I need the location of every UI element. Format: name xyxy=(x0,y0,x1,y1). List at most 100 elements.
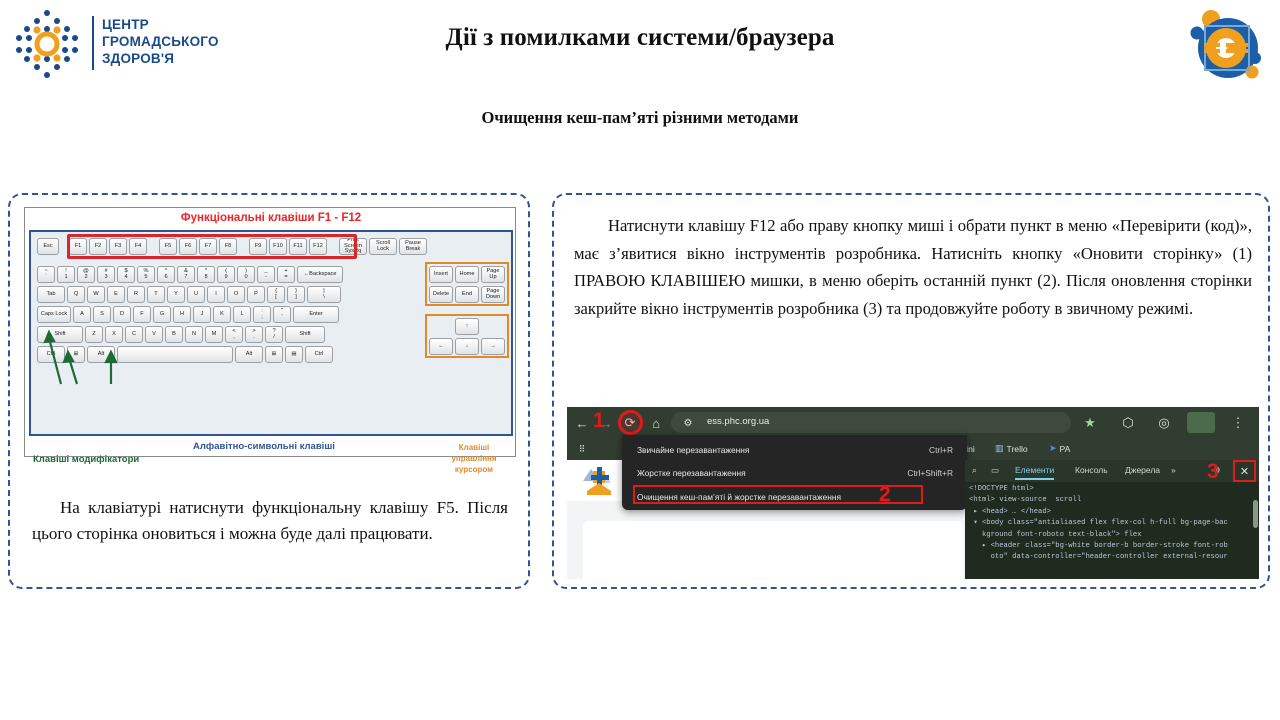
key-j[interactable]: J xyxy=(193,306,211,323)
key-5[interactable]: % 5 xyxy=(137,266,155,283)
key-f8[interactable]: F8 xyxy=(219,238,237,255)
inspect-element-icon[interactable]: ⌕ xyxy=(972,465,977,475)
browser-menu-icon[interactable]: ⋮ xyxy=(1231,415,1245,430)
key-semicolon[interactable]: : ; xyxy=(253,306,271,323)
tab-sources[interactable]: Джерела xyxy=(1125,465,1161,475)
key-ctrl-right[interactable]: Ctrl xyxy=(305,346,333,363)
key-z[interactable]: Z xyxy=(85,326,103,343)
key-arrow-right[interactable]: → xyxy=(481,338,505,355)
key-f4[interactable]: F4 xyxy=(129,238,147,255)
key-g[interactable]: G xyxy=(153,306,171,323)
key-equals[interactable]: + = xyxy=(277,266,295,283)
key-s[interactable]: S xyxy=(93,306,111,323)
key-w[interactable]: W xyxy=(87,286,105,303)
key-u[interactable]: U xyxy=(187,286,205,303)
key-r[interactable]: R xyxy=(127,286,145,303)
devtools-scrollbar[interactable] xyxy=(1253,500,1258,528)
key-shift-right[interactable]: Shift xyxy=(285,326,325,343)
tab-console[interactable]: Консоль xyxy=(1075,465,1108,475)
key-arrow-left[interactable]: ← xyxy=(429,338,453,355)
key-i[interactable]: I xyxy=(207,286,225,303)
key-f6[interactable]: F6 xyxy=(179,238,197,255)
key-caps-lock[interactable]: Caps Lock xyxy=(37,306,71,323)
more-tabs-icon[interactable]: » xyxy=(1171,465,1176,475)
key-enter[interactable]: Enter xyxy=(293,306,339,323)
key-comma[interactable]: < , xyxy=(225,326,243,343)
key-f1[interactable]: F1 xyxy=(69,238,87,255)
key-win-right[interactable]: ⊞ xyxy=(265,346,283,363)
key-2[interactable]: @ 2 xyxy=(77,266,95,283)
back-icon[interactable]: ← xyxy=(575,415,589,431)
key-shift-left[interactable]: Shift xyxy=(37,326,83,343)
key-arrow-up[interactable]: ↑ xyxy=(455,318,479,335)
address-bar[interactable] xyxy=(671,412,1071,433)
bookmark-pa[interactable]: ➤ PA xyxy=(1049,443,1070,454)
site-settings-icon[interactable]: ⚙ xyxy=(683,417,693,429)
context-menu-item-normal-reload[interactable]: Звичайне перезавантаження Ctrl+R xyxy=(622,439,967,461)
key-backtick[interactable]: ~ ` xyxy=(37,266,55,283)
key-ctrl-left[interactable]: Ctrl xyxy=(37,346,65,363)
devtools-settings-icon[interactable]: ⚙ xyxy=(1213,465,1221,475)
key-6[interactable]: ^ 6 xyxy=(157,266,175,283)
key-home[interactable]: Home xyxy=(455,266,479,283)
key-q[interactable]: Q xyxy=(67,286,85,303)
key-4[interactable]: $ 4 xyxy=(117,266,135,283)
key-b[interactable]: B xyxy=(165,326,183,343)
key-y[interactable]: Y xyxy=(167,286,185,303)
device-toolbar-icon[interactable]: ▭ xyxy=(991,465,1000,475)
key-quote[interactable]: " ' xyxy=(273,306,291,323)
key-minus[interactable]: _ - xyxy=(257,266,275,283)
key-d[interactable]: D xyxy=(113,306,131,323)
key-0[interactable]: ) 0 xyxy=(237,266,255,283)
context-menu-item-empty-cache-hard-reload[interactable]: Очищення кеш-пам’яті й жорстке перезаван… xyxy=(622,486,967,508)
key-alt-left[interactable]: Alt xyxy=(87,346,115,363)
key-delete[interactable]: Delete xyxy=(429,286,453,303)
key-f7[interactable]: F7 xyxy=(199,238,217,255)
key-x[interactable]: X xyxy=(105,326,123,343)
key-scroll-lock[interactable]: Scroll Lock xyxy=(369,238,397,255)
key-page-down[interactable]: Page Down xyxy=(481,286,505,303)
key-backslash[interactable]: | \ xyxy=(307,286,341,303)
key-e[interactable]: E xyxy=(107,286,125,303)
profile-avatar[interactable] xyxy=(1187,412,1215,433)
key-f11[interactable]: F11 xyxy=(289,238,307,255)
split-screen-icon[interactable]: ◎ xyxy=(1158,415,1170,430)
key-page-up[interactable]: Page Up xyxy=(481,266,505,283)
key-bracket-right[interactable]: } ] xyxy=(287,286,305,303)
key-9[interactable]: ( 9 xyxy=(217,266,235,283)
key-n[interactable]: N xyxy=(185,326,203,343)
key-o[interactable]: O xyxy=(227,286,245,303)
key-f9[interactable]: F9 xyxy=(249,238,267,255)
key-end[interactable]: End xyxy=(455,286,479,303)
key-f12[interactable]: F12 xyxy=(309,238,327,255)
key-c[interactable]: C xyxy=(125,326,143,343)
key-slash[interactable]: ? / xyxy=(265,326,283,343)
key-tab[interactable]: Tab xyxy=(37,286,65,303)
key-period[interactable]: > . xyxy=(245,326,263,343)
key-win-left[interactable]: ⊞ xyxy=(67,346,85,363)
key-arrow-down[interactable]: ↓ xyxy=(455,338,479,355)
bookmark-star-icon[interactable]: ★ xyxy=(1084,415,1096,430)
apps-grid-icon[interactable]: ⠿ xyxy=(578,443,586,454)
key-v[interactable]: V xyxy=(145,326,163,343)
key-insert[interactable]: Insert xyxy=(429,266,453,283)
key-bracket-left[interactable]: { [ xyxy=(267,286,285,303)
home-icon[interactable]: ⌂ xyxy=(652,415,660,431)
key-h[interactable]: H xyxy=(173,306,191,323)
forward-icon[interactable]: → xyxy=(599,415,613,431)
key-k[interactable]: K xyxy=(213,306,231,323)
key-f2[interactable]: F2 xyxy=(89,238,107,255)
key-print-screen[interactable]: Print Screen SysRq xyxy=(339,238,367,255)
key-t[interactable]: T xyxy=(147,286,165,303)
key-pause-break[interactable]: Pause Break xyxy=(399,238,427,255)
context-menu-item-hard-reload[interactable]: Жорстке перезавантаження Ctrl+Shift+R xyxy=(622,462,967,484)
key-f10[interactable]: F10 xyxy=(269,238,287,255)
key-3[interactable]: # 3 xyxy=(97,266,115,283)
key-l[interactable]: L xyxy=(233,306,251,323)
key-8[interactable]: * 8 xyxy=(197,266,215,283)
key-f3[interactable]: F3 xyxy=(109,238,127,255)
extensions-icon[interactable]: ⬡ xyxy=(1122,415,1134,430)
tab-elements[interactable]: Елементи xyxy=(1015,465,1055,480)
key-esc[interactable]: Esc xyxy=(37,238,59,255)
key-space[interactable] xyxy=(117,346,233,363)
